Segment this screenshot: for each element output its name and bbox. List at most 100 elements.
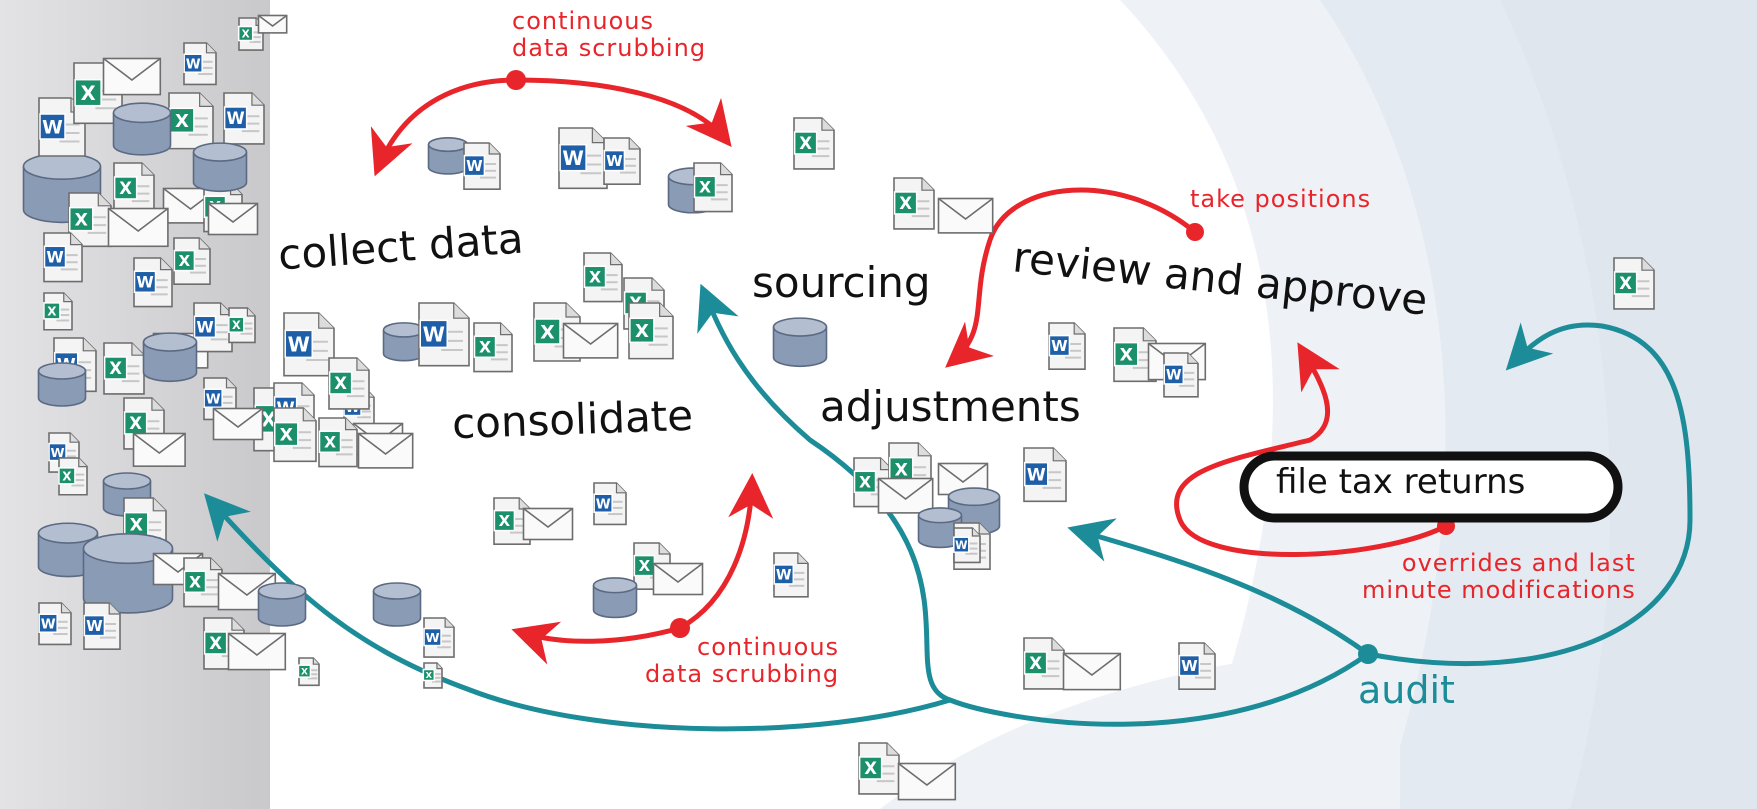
excel-spreadsheet-icon: X xyxy=(58,457,88,496)
email-envelope-icon xyxy=(877,477,934,514)
svg-text:X: X xyxy=(895,461,908,481)
note-overrides: overrides and last minute modifications xyxy=(1362,550,1636,604)
svg-text:W: W xyxy=(86,617,103,635)
excel-spreadsheet-icon: X xyxy=(793,117,835,170)
word-document-icon: W xyxy=(463,142,501,190)
svg-text:X: X xyxy=(899,194,912,213)
email-envelope-icon xyxy=(937,197,994,234)
svg-text:X: X xyxy=(232,319,241,332)
svg-text:X: X xyxy=(1029,654,1042,673)
word-document-icon: W xyxy=(418,302,470,367)
note-scrubbing-bottom: continuous data scrubbing xyxy=(645,634,839,688)
svg-text:X: X xyxy=(209,634,222,653)
word-document-icon: W xyxy=(48,432,80,473)
svg-text:W: W xyxy=(196,318,213,337)
word-document-icon: W xyxy=(133,257,173,308)
svg-text:X: X xyxy=(280,426,293,446)
svg-text:X: X xyxy=(479,338,491,357)
excel-spreadsheet-icon: X xyxy=(68,192,112,248)
excel-spreadsheet-icon: X xyxy=(693,162,733,213)
note-overrides-line2: minute modifications xyxy=(1362,576,1636,604)
email-envelope-icon xyxy=(132,432,186,467)
database-cylinder-icon xyxy=(37,362,87,407)
stage-consolidate: consolidate xyxy=(451,390,694,449)
email-envelope-icon xyxy=(652,562,704,596)
email-envelope-icon xyxy=(257,14,288,34)
excel-spreadsheet-icon: X xyxy=(228,307,256,344)
database-cylinder-icon xyxy=(917,507,963,549)
excel-spreadsheet-icon: X xyxy=(173,237,211,285)
svg-text:W: W xyxy=(423,322,445,346)
excel-spreadsheet-icon: X xyxy=(318,417,358,468)
background-swoosh xyxy=(1500,0,1757,809)
svg-text:X: X xyxy=(799,134,812,153)
email-envelope-icon xyxy=(227,632,287,671)
word-document-icon: W xyxy=(603,137,641,185)
email-envelope-icon xyxy=(107,207,169,248)
excel-spreadsheet-icon: X xyxy=(1023,637,1065,690)
email-envelope-icon xyxy=(522,507,574,541)
svg-text:X: X xyxy=(589,268,601,287)
svg-text:W: W xyxy=(1166,368,1182,384)
stage-adjustments: adjustments xyxy=(820,382,1081,431)
note-scrubbing-bottom-line1: continuous xyxy=(697,633,840,661)
email-envelope-icon xyxy=(102,57,162,96)
svg-text:W: W xyxy=(288,332,310,356)
svg-text:W: W xyxy=(776,568,792,584)
svg-text:X: X xyxy=(635,321,649,342)
svg-text:X: X xyxy=(1120,346,1133,366)
database-cylinder-icon xyxy=(772,317,828,368)
excel-spreadsheet-icon: X xyxy=(328,357,370,410)
svg-text:X: X xyxy=(242,28,250,40)
take-positions-arrow xyxy=(945,187,1198,368)
svg-text:W: W xyxy=(41,616,56,632)
svg-text:X: X xyxy=(426,670,433,680)
svg-text:W: W xyxy=(1051,337,1068,355)
svg-text:X: X xyxy=(540,323,555,344)
svg-text:X: X xyxy=(129,414,142,433)
take-positions-node xyxy=(1186,223,1204,241)
excel-spreadsheet-icon: X xyxy=(422,662,443,689)
excel-spreadsheet-icon: X xyxy=(1613,257,1655,310)
word-document-icon: W xyxy=(558,127,608,190)
word-document-icon: W xyxy=(43,232,83,283)
excel-spreadsheet-icon: X xyxy=(43,292,73,331)
note-take-positions: take positions xyxy=(1190,185,1372,213)
database-cylinder-icon xyxy=(592,577,638,619)
word-document-icon: W xyxy=(38,602,72,646)
svg-text:W: W xyxy=(596,496,611,512)
svg-text:X: X xyxy=(109,359,122,378)
database-cylinder-icon xyxy=(82,533,174,614)
email-envelope-icon xyxy=(207,202,259,236)
overrides-arrow xyxy=(1174,342,1449,557)
svg-text:W: W xyxy=(606,152,623,170)
svg-text:X: X xyxy=(859,473,871,492)
svg-text:W: W xyxy=(227,109,245,128)
note-overrides-line1: overrides and last xyxy=(1401,549,1636,577)
audit-label: audit xyxy=(1358,668,1455,712)
excel-spreadsheet-icon: X xyxy=(493,497,531,545)
svg-text:X: X xyxy=(261,407,277,431)
note-scrubbing-top-line2: data scrubbing xyxy=(512,34,707,62)
svg-text:X: X xyxy=(324,433,336,452)
database-cylinder-icon xyxy=(257,582,307,627)
excel-spreadsheet-icon: X xyxy=(583,252,623,303)
svg-text:W: W xyxy=(186,56,201,72)
svg-text:X: X xyxy=(62,469,71,483)
word-document-icon: W xyxy=(1023,447,1067,503)
stage-sourcing: sourcing xyxy=(752,258,931,307)
audit-flow-to-review xyxy=(1365,322,1693,667)
word-document-icon: W xyxy=(83,602,121,650)
word-document-icon: W xyxy=(283,312,335,377)
svg-text:X: X xyxy=(75,211,88,231)
excel-spreadsheet-icon: X xyxy=(183,557,223,608)
svg-text:X: X xyxy=(179,252,191,270)
excel-spreadsheet-icon: X xyxy=(103,342,145,395)
audit-flow-to-adjustments xyxy=(1067,518,1371,657)
svg-text:W: W xyxy=(562,147,584,170)
email-envelope-icon xyxy=(1062,652,1122,691)
svg-text:X: X xyxy=(119,179,132,198)
email-envelope-icon xyxy=(357,432,414,469)
database-cylinder-icon xyxy=(372,582,422,627)
